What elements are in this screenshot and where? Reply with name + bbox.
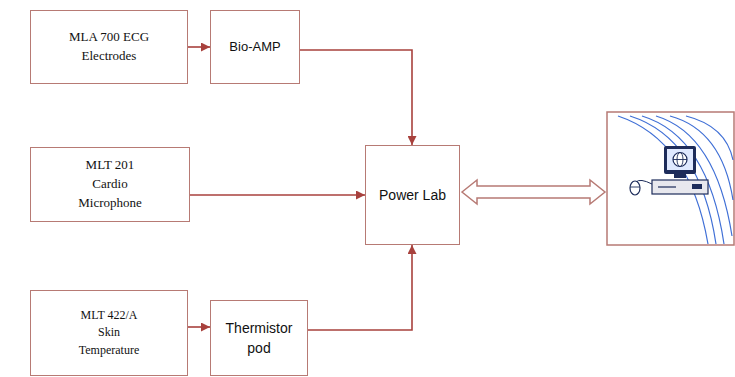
box-label: Thermistor pod	[218, 318, 300, 359]
signal-arrow	[188, 46, 210, 48]
swoosh-lines	[618, 116, 733, 244]
double-arrow	[462, 180, 605, 204]
process-box: MLA 700 ECG Electrodes	[30, 10, 188, 84]
box-label: MLT 422/A Skin Temperature	[73, 307, 145, 359]
process-box: Bio-AMP	[210, 10, 300, 84]
box-label: Power Lab	[379, 185, 446, 205]
process-box: Thermistor pod	[210, 300, 308, 376]
signal-arrow	[300, 50, 412, 145]
process-box: MLT 201 Cardio Microphone	[30, 147, 190, 222]
signal-arrow	[188, 326, 210, 328]
computer-frame	[607, 112, 734, 245]
process-box: MLT 422/A Skin Temperature	[30, 290, 188, 376]
computer-icon	[630, 146, 708, 195]
box-label: MLA 700 ECG Electrodes	[62, 28, 157, 66]
signal-arrow	[308, 245, 412, 330]
process-box: Power Lab	[365, 145, 460, 245]
box-label: Bio-AMP	[229, 38, 280, 57]
box-label: MLT 201 Cardio Microphone	[74, 156, 146, 213]
signal-arrow	[190, 194, 365, 196]
